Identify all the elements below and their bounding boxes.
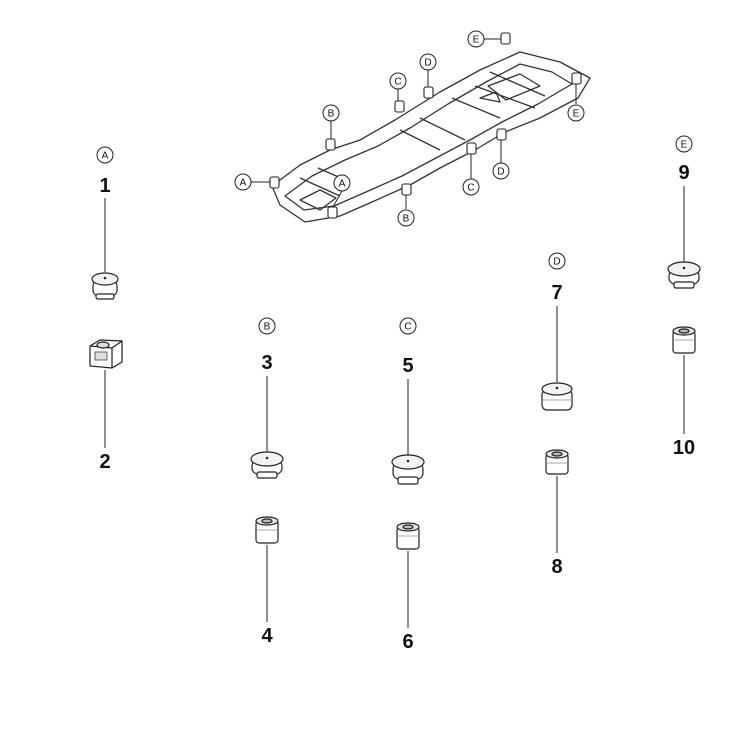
frame-callout-d-2: D <box>492 162 510 180</box>
part-number-5: 5 <box>402 355 413 377</box>
group-b: B 3 4 <box>250 317 284 647</box>
group-letter-b: B <box>264 322 271 333</box>
part-number-2: 2 <box>99 451 110 473</box>
part-2-mount-lower <box>89 339 123 369</box>
part-5-mount-upper <box>391 454 425 485</box>
svg-text:A: A <box>240 178 247 189</box>
chassis-frame <box>271 51 591 223</box>
part-7-mount-upper <box>541 382 573 411</box>
frame-mounts <box>269 32 582 219</box>
group-d: D 7 8 <box>541 252 573 578</box>
frame-mount-a1 <box>269 176 280 189</box>
svg-text:A: A <box>339 179 346 190</box>
part-number-9: 9 <box>678 162 689 184</box>
frame-mount-e1 <box>500 32 511 45</box>
frame-callout-a-1: A <box>234 173 252 191</box>
frame-callout-b-1: B <box>322 104 340 122</box>
part-number-3: 3 <box>261 352 272 374</box>
frame-mount-e2 <box>571 72 582 85</box>
part-1-mount-upper <box>91 272 119 300</box>
frame-mount-c2 <box>466 142 477 155</box>
svg-text:D: D <box>424 58 431 69</box>
frame-mount-b1 <box>325 138 336 151</box>
frame-callout-b-2: B <box>397 209 415 227</box>
group-letter-c-circle <box>399 317 417 335</box>
part-8-mount-lower <box>545 449 569 475</box>
part-6-mount-lower <box>396 522 420 550</box>
part-number-1: 1 <box>99 175 110 197</box>
frame-callout-e-1: E <box>467 30 485 48</box>
group-letter-d: D <box>553 257 560 268</box>
part-number-6: 6 <box>402 631 413 653</box>
group-a: A 1 2 <box>89 146 123 473</box>
svg-text:C: C <box>467 183 474 194</box>
group-letter-b-circle <box>258 317 276 335</box>
frame-mount-c1 <box>394 100 405 113</box>
frame-mount-b2 <box>401 183 412 196</box>
part-number-4: 4 <box>261 625 273 647</box>
svg-text:E: E <box>473 35 480 46</box>
group-letter-c: C <box>404 322 411 333</box>
frame-callouts: A A B B C C D D E E <box>234 30 585 227</box>
frame-callout-e-2: E <box>567 104 585 122</box>
frame-callout-d-1: D <box>419 53 437 71</box>
group-e: E 9 10 <box>667 135 701 459</box>
frame-callout-c-1: C <box>389 72 407 90</box>
group-letter-a: A <box>102 151 109 162</box>
svg-text:C: C <box>394 77 401 88</box>
group-letter-e-circle <box>675 135 693 153</box>
part-number-8: 8 <box>551 556 562 578</box>
frame-callout-a-2: A <box>333 174 351 192</box>
group-letter-a-circle <box>96 146 114 164</box>
frame-mount-a2 <box>327 206 338 219</box>
frame-mount-d2 <box>496 128 507 141</box>
part-4-mount-lower <box>255 516 279 544</box>
part-number-10: 10 <box>673 437 695 459</box>
frame-callout-c-2: C <box>462 178 480 196</box>
part-10-mount-lower <box>672 326 696 354</box>
part-9-mount-upper <box>667 261 701 289</box>
svg-text:D: D <box>497 167 504 178</box>
svg-text:B: B <box>328 109 335 120</box>
group-letter-d-circle <box>548 252 566 270</box>
part-3-mount-upper <box>250 451 284 479</box>
frame-mount-d1 <box>423 86 434 99</box>
frame-callout-leaders <box>251 38 577 209</box>
group-letter-e: E <box>681 140 688 151</box>
group-c: C 5 6 <box>391 317 425 653</box>
svg-text:E: E <box>573 109 580 120</box>
part-number-7: 7 <box>551 282 562 304</box>
svg-text:B: B <box>403 214 410 225</box>
